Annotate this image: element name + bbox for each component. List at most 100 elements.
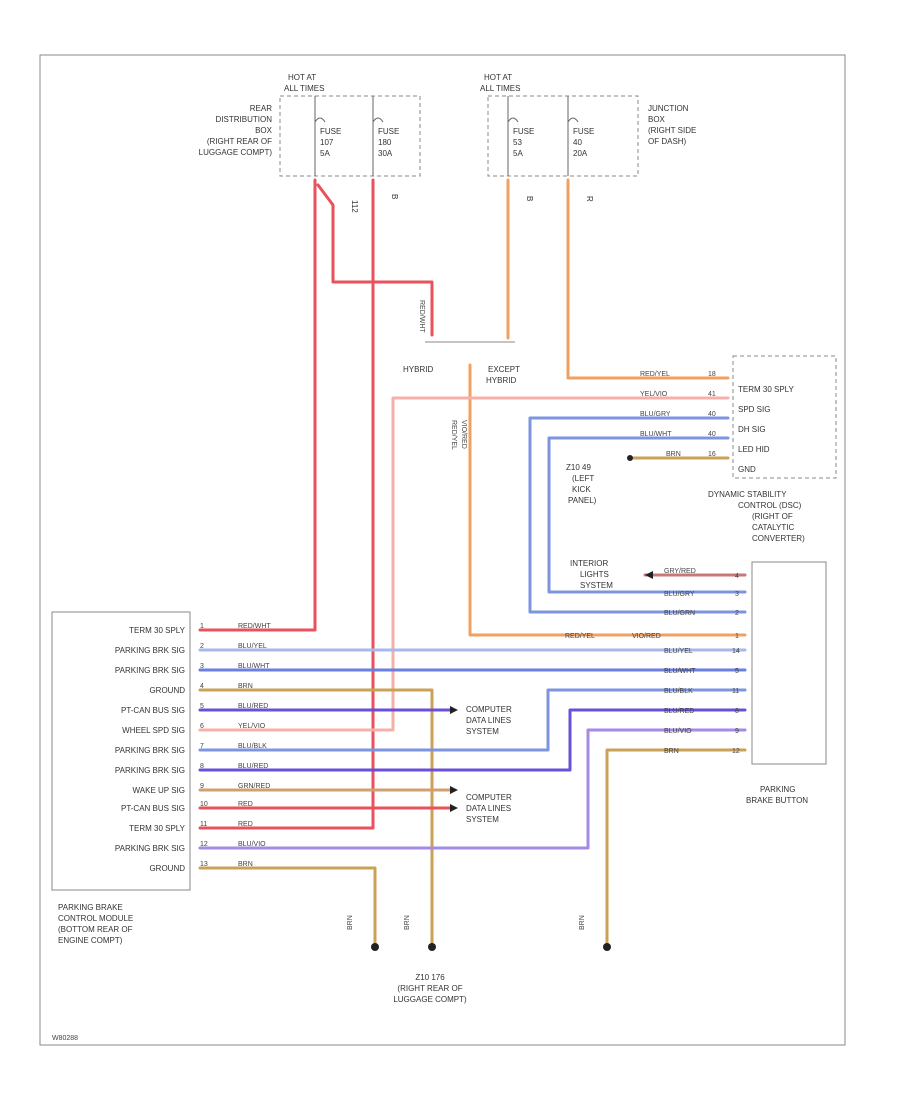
- module-outline: [51, 611, 191, 891]
- module-pin-num-12: 12: [200, 841, 208, 848]
- wire-label-red-yel-1: RED/YEL: [450, 420, 457, 450]
- button-outline: [751, 561, 827, 765]
- fuse-180-line-2: 180: [378, 138, 392, 147]
- button-pin-3: 3: [735, 591, 739, 598]
- button-wire-5: BLU/WHT: [664, 668, 696, 675]
- arrow-interior-icon: [645, 571, 653, 579]
- fuse-box-1-pin-b: B: [390, 194, 399, 199]
- button-wire-8: BLU/RED: [664, 708, 694, 715]
- fuse-box-2-location-line-3: (RIGHT SIDE: [648, 126, 696, 135]
- fuse-box-1-header-line-2: ALL TIMES: [284, 84, 324, 93]
- module-pin-num-6: 6: [200, 723, 204, 730]
- module-pin-name-12: PARKING BRK SIG: [115, 844, 185, 853]
- wire-red-wht-term30: [198, 178, 317, 632]
- module-pin-name-8: PARKING BRK SIG: [115, 766, 185, 775]
- dsc-pin-name-2: SPD SIG: [738, 405, 770, 414]
- figure-id: W80288: [52, 1035, 78, 1042]
- dsc-wire-3: BLU/GRY: [640, 411, 671, 418]
- fuse-box-2-location-line-4: OF DASH): [648, 137, 687, 146]
- button-wire-9: BLU/VIO: [664, 728, 692, 735]
- ground-label-line-1: Z10 176: [415, 973, 445, 982]
- fuse-box-2-pin-r: R: [585, 196, 594, 202]
- dsc-wire-2: YEL/VIO: [640, 391, 668, 398]
- ground-point-dsc: [627, 455, 633, 461]
- wire-blu-wht-dsc: [547, 436, 747, 594]
- parking-brake-control-module: [51, 611, 191, 891]
- module-pin-wire-1: RED/WHT: [238, 623, 271, 630]
- dsc-ground-line-4: PANEL): [568, 496, 597, 505]
- wire-label-red-wht: RED/WHT: [418, 300, 425, 333]
- fuse-box-junction: HOT AT ALL TIMES JUNCTION BOX (RIGHT SID…: [480, 73, 696, 202]
- module-pin-num-11: 11: [200, 821, 207, 828]
- module-pin-name-6: WHEEL SPD SIG: [122, 726, 185, 735]
- dsc-label-line-1: DYNAMIC STABILITY: [708, 490, 787, 499]
- interior-lights-line-1: INTERIOR: [570, 559, 608, 568]
- wire-red-yel-dsc: [566, 178, 730, 380]
- button-pin-12: 12: [732, 748, 740, 755]
- fuse-53-icon: [507, 117, 519, 123]
- wire-brn-13: [198, 866, 377, 947]
- module-pin-num-10: 10: [200, 801, 208, 808]
- module-pin-num-4: 4: [200, 683, 204, 690]
- fuse-180-icon: [372, 117, 384, 123]
- except-hybrid-line-2: HYBRID: [486, 376, 516, 385]
- wire-brn-button: [605, 748, 747, 947]
- wire-blu-vio-12: [198, 728, 747, 850]
- dsc-label-line-3: (RIGHT OF: [752, 512, 793, 521]
- dsc-pin-name-5: GND: [738, 465, 756, 474]
- module-label-line-3: (BOTTOM REAR OF: [58, 925, 133, 934]
- dsc-wire-5: BRN: [666, 451, 681, 458]
- dsc-ground-line-1: Z10 49: [566, 463, 591, 472]
- fuse-box-2-pin-b: B: [525, 196, 534, 201]
- module-pin-wire-7: BLU/BLK: [238, 743, 267, 750]
- except-hybrid-line-1: EXCEPT: [488, 365, 520, 374]
- module-pin-num-9: 9: [200, 783, 204, 790]
- module-pin-num-3: 3: [200, 663, 204, 670]
- dsc-module-outline: [732, 355, 837, 479]
- button-pin-2: 2: [735, 610, 739, 617]
- button-pin-1: 1: [735, 633, 739, 640]
- dsc-label-line-5: CONVERTER): [752, 534, 805, 543]
- button-wire-2: BLU/GRN: [664, 610, 695, 617]
- button-pin-8: 8: [735, 708, 739, 715]
- fuse-180-line-3: 30A: [378, 149, 393, 158]
- fuse-box-1-pin-112: 112: [350, 200, 359, 213]
- dsc-pin-num-1: 18: [708, 371, 716, 378]
- computer-data-lines-2-line-2: DATA LINES: [466, 804, 511, 813]
- ground-point-1: [371, 943, 379, 951]
- fuse-box-2-header-line-2: ALL TIMES: [480, 84, 520, 93]
- parking-brake-button: PARKING BRAKE BUTTON BLU/GRY BLU/GRN BLU…: [565, 561, 827, 805]
- arrow-data-lines-1-icon: [450, 706, 458, 714]
- module-label-line-2: CONTROL MODULE: [58, 914, 133, 923]
- button-pin-4: 4: [735, 573, 739, 580]
- module-pin-wire-2: BLU/YEL: [238, 643, 267, 650]
- module-pin-wire-4: BRN: [238, 683, 253, 690]
- fuse-box-2-location-line-2: BOX: [648, 115, 666, 124]
- module-label-line-1: PARKING BRAKE: [58, 903, 123, 912]
- module-pin-name-4: GROUND: [149, 686, 185, 695]
- fuse-box-1-location-line-2: DISTRIBUTION: [216, 115, 273, 124]
- fuse-53-line-2: 53: [513, 138, 522, 147]
- module-pin-wire-3: BLU/WHT: [238, 663, 270, 670]
- ground-wire-label-1: BRN: [347, 915, 354, 930]
- computer-data-lines-2-line-3: SYSTEM: [466, 815, 499, 824]
- module-pin-wire-10: RED: [238, 801, 253, 808]
- interior-lights-line-2: LIGHTS: [580, 570, 609, 579]
- ground-wire-label-3: BRN: [579, 915, 586, 930]
- wire-brn-4: [198, 688, 434, 947]
- fuse-box-2-location-line-1: JUNCTION: [648, 104, 689, 113]
- dsc-ground-line-3: KICK: [572, 485, 591, 494]
- dsc-pin-num-2: 41: [708, 391, 716, 398]
- dsc-pin-name-3: DH SIG: [738, 425, 766, 434]
- module-pin-name-10: PT-CAN BUS SIG: [121, 804, 185, 813]
- fuse-40-line-1: FUSE: [573, 127, 594, 136]
- button-label-line-1: PARKING: [760, 785, 795, 794]
- button-wire-12: BRN: [664, 748, 679, 755]
- fuse-box-1-location-line-1: REAR: [250, 104, 272, 113]
- module-pin-name-7: PARKING BRK SIG: [115, 746, 185, 755]
- ground-point-2: [428, 943, 436, 951]
- dsc-label-line-2: CONTROL (DSC): [738, 501, 802, 510]
- fuse-40-line-2: 40: [573, 138, 582, 147]
- fuse-53-line-1: FUSE: [513, 127, 534, 136]
